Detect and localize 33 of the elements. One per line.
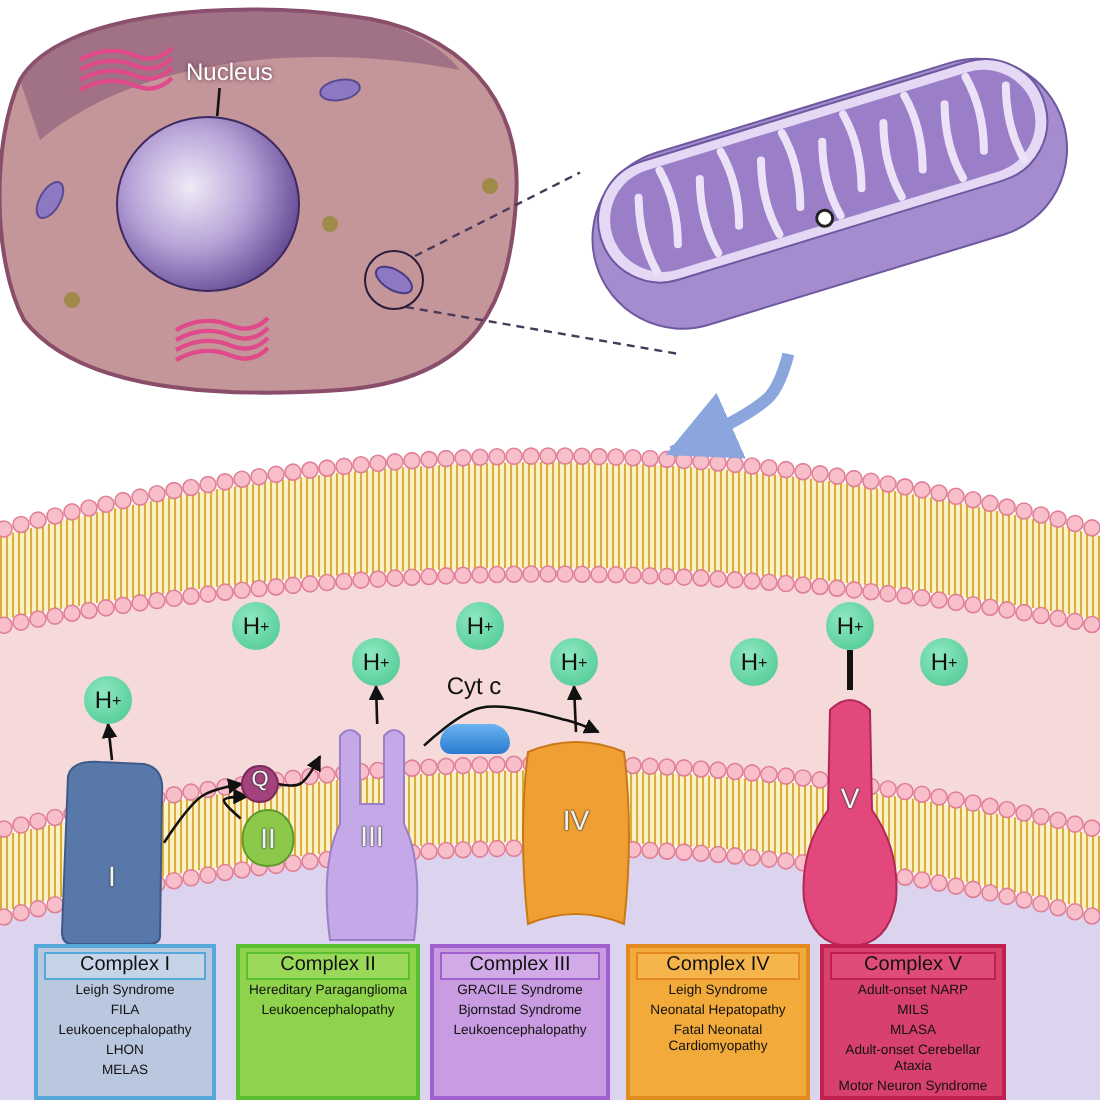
complex-label: V xyxy=(838,782,862,814)
disease-panel xyxy=(430,944,610,1100)
zoom-line xyxy=(405,305,680,356)
arrow xyxy=(423,705,600,747)
panel-heading: Complex I xyxy=(44,952,206,980)
leader-line xyxy=(215,87,221,117)
cyt-c-label: Cyt c xyxy=(444,672,504,700)
complex-label: III xyxy=(358,820,386,852)
arrow xyxy=(101,722,118,761)
protein-complex xyxy=(320,724,424,940)
panel-heading: Complex II xyxy=(246,952,410,980)
complex-label: Q xyxy=(249,768,271,792)
arrow xyxy=(162,778,244,844)
arrow xyxy=(566,684,583,733)
panel-heading: Complex III xyxy=(440,952,600,980)
disease-panel xyxy=(820,944,1006,1100)
quinone-circle xyxy=(242,766,278,802)
arrow xyxy=(277,755,322,787)
zoom-line xyxy=(414,171,581,258)
disease-panel xyxy=(626,944,810,1100)
complex-label: IV xyxy=(560,804,592,836)
protein-complex xyxy=(60,760,164,944)
magnifier-circle xyxy=(364,250,424,310)
disease-panel xyxy=(34,944,216,1100)
panel-heading: Complex V xyxy=(830,952,996,980)
arrow xyxy=(368,684,385,725)
panel-heading: Complex IV xyxy=(636,952,800,980)
arrow xyxy=(665,352,795,459)
disease-panel xyxy=(236,944,420,1100)
arrow xyxy=(222,788,249,820)
complex-label: II xyxy=(258,822,278,854)
complex-label: I xyxy=(106,860,118,892)
nucleus-label: Nucleus xyxy=(186,58,298,88)
